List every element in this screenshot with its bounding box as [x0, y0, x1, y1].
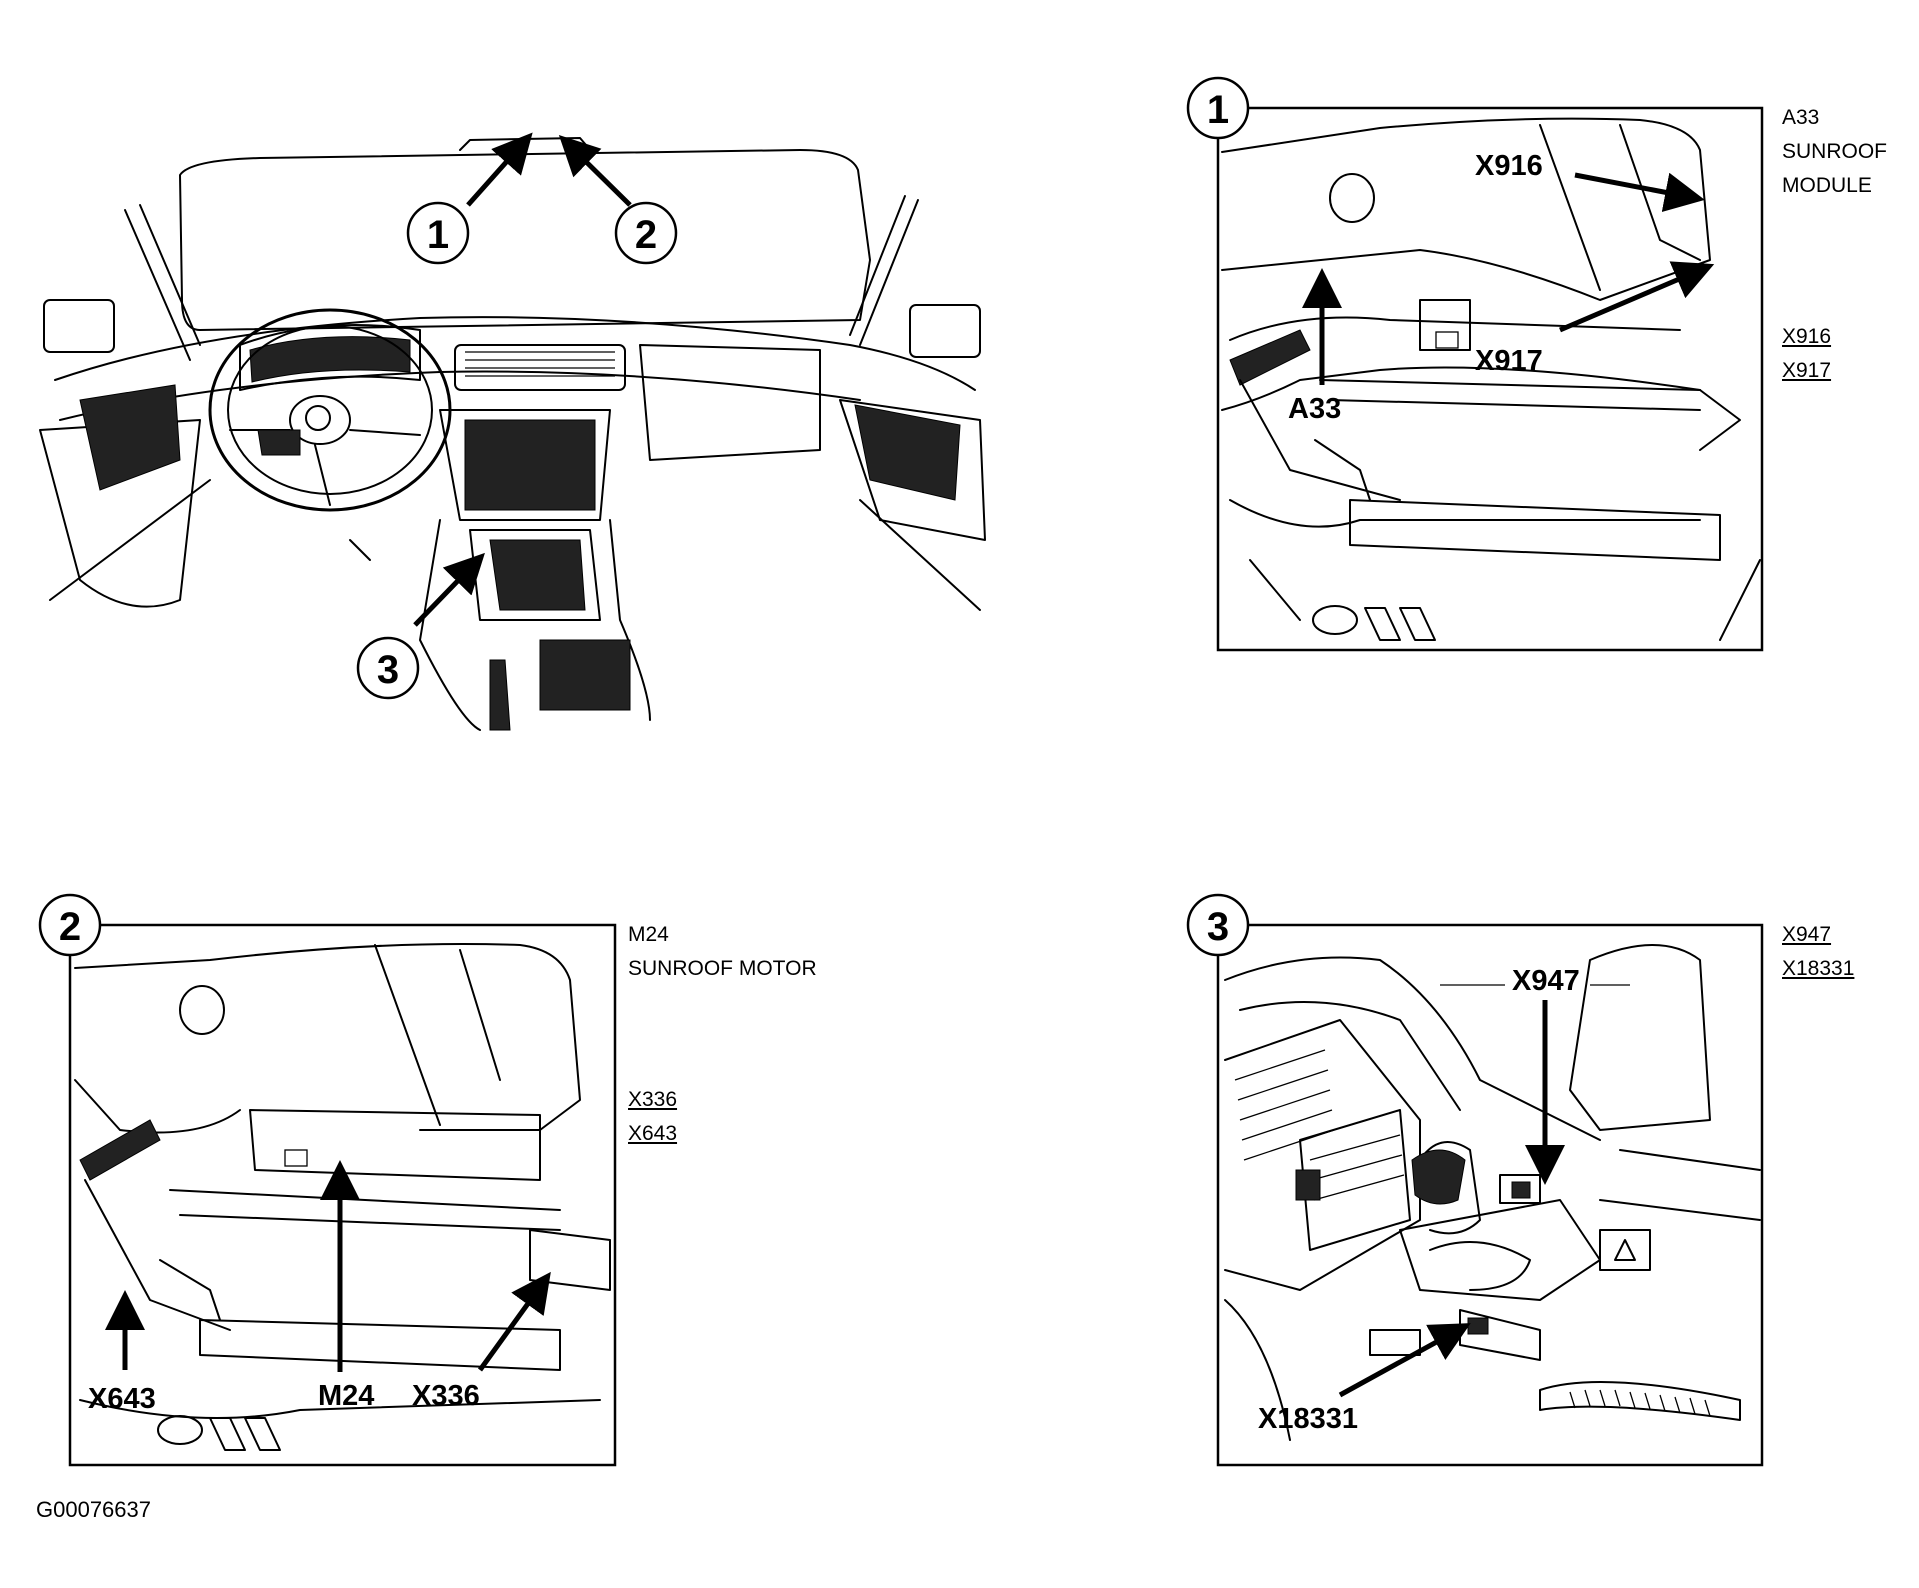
side-connector: X336 — [628, 1088, 678, 1111]
side-title-line: A33 — [1782, 106, 1820, 129]
panel-1-number: 1 — [1186, 76, 1250, 140]
panel-2-side-connectors: X336 X643 — [628, 1083, 677, 1151]
panel-1-side-title: A33 SUNROOF MODULE — [1782, 101, 1887, 203]
panel-3-center-console — [1216, 923, 1764, 1467]
overview-callout-2: 2 — [614, 201, 678, 265]
dashboard-overview — [39, 132, 986, 731]
side-title-line: SUNROOF — [1782, 140, 1887, 163]
label-x643: X643 — [88, 1383, 156, 1415]
label-m24: M24 — [318, 1380, 374, 1412]
svg-text:1: 1 — [427, 213, 449, 257]
panel-2-sunroof-motor — [68, 923, 617, 1467]
label-x336: X336 — [412, 1380, 480, 1412]
label-x916: X916 — [1475, 150, 1543, 182]
svg-text:3: 3 — [1207, 905, 1229, 949]
label-x947: X947 — [1512, 965, 1580, 997]
overview-callout-3: 3 — [356, 636, 420, 700]
side-connector: X947 — [1782, 923, 1832, 946]
svg-text:2: 2 — [635, 213, 657, 257]
label-a33: A33 — [1288, 393, 1341, 425]
panel-2-number: 2 — [38, 893, 102, 957]
side-title-line: SUNROOF MOTOR — [628, 957, 817, 980]
side-title-line: M24 — [628, 923, 669, 946]
label-x917: X917 — [1475, 345, 1543, 377]
side-connector: X917 — [1782, 359, 1832, 382]
svg-text:3: 3 — [377, 648, 399, 692]
overview-callout-1: 1 — [406, 201, 470, 265]
panel-2-side-title: M24 SUNROOF MOTOR — [628, 918, 817, 986]
panel-3-number: 3 — [1186, 893, 1250, 957]
side-connector: X18331 — [1782, 957, 1855, 980]
label-x18331: X18331 — [1258, 1403, 1358, 1435]
side-title-line: MODULE — [1782, 174, 1872, 197]
panel-1-side-connectors: X916 X917 — [1782, 320, 1831, 388]
panel-3-side-connectors: X947 X18331 — [1782, 918, 1854, 986]
document-id: G00076637 — [36, 1497, 151, 1522]
svg-text:1: 1 — [1207, 88, 1229, 132]
side-connector: X643 — [628, 1122, 678, 1145]
side-connector: X916 — [1782, 325, 1832, 348]
svg-text:2: 2 — [59, 905, 81, 949]
panel-1-sunroof-module — [1216, 106, 1764, 652]
